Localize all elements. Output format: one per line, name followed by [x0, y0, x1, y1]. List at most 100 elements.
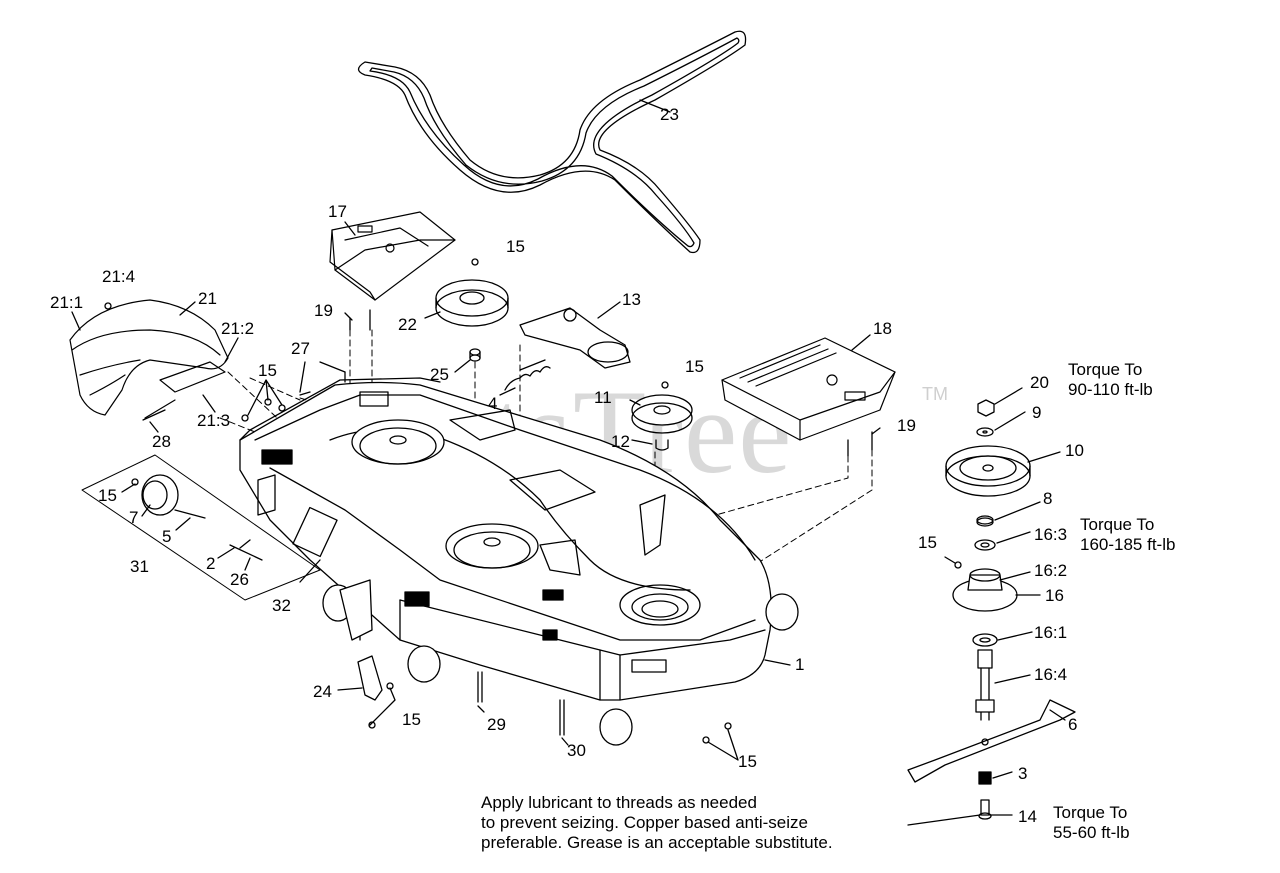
leader-24 — [337, 687, 363, 691]
leader-1 — [764, 659, 791, 666]
torque-note-blade-bolt-line2: 55-60 ft-lb — [1053, 823, 1130, 842]
leader-20 — [994, 387, 1023, 405]
leader-21-3 — [202, 394, 216, 413]
lubricant-note-line2: to prevent seizing. Copper based anti-se… — [481, 813, 808, 832]
leader-8 — [994, 501, 1041, 521]
bolt-29 — [477, 671, 483, 703]
leader-7 — [141, 504, 151, 517]
callout-14: 14 — [1018, 807, 1037, 826]
callout-16-2: 16:2 — [1034, 561, 1068, 580]
torque-note-blade-bolt-line1: Torque To — [1053, 803, 1128, 822]
callout-19: 19 — [897, 416, 916, 435]
callout-15: 15 — [738, 752, 757, 771]
callout-27: 27 — [291, 339, 310, 358]
belt-cover-left — [329, 211, 456, 301]
nut-15-deck-b — [368, 721, 376, 729]
leader-19-right — [871, 427, 881, 435]
bolts-27 — [299, 371, 346, 396]
lubricant-note-line1: Apply lubricant to threads as needed — [481, 793, 757, 812]
leader-13 — [597, 301, 621, 319]
callout-23: 23 — [660, 105, 679, 124]
callout-22: 22 — [398, 315, 417, 334]
leader-27 — [299, 361, 346, 393]
callout-21-2: 21:2 — [221, 319, 255, 338]
callout-12: 12 — [611, 432, 630, 451]
bolt-30 — [559, 699, 565, 736]
leader-5 — [175, 517, 191, 531]
callout-15: 15 — [918, 533, 937, 552]
nut-15-deck-d — [724, 722, 732, 730]
callout-5: 5 — [162, 527, 172, 546]
callout-21-1: 21:1 — [50, 293, 84, 312]
nut-15-left-a — [241, 414, 249, 422]
callout-13: 13 — [622, 290, 641, 309]
leader-15-wheel — [121, 483, 136, 493]
torque-note-spindle-line2: 160-185 ft-lb — [1080, 535, 1176, 554]
callout-29: 29 — [487, 715, 506, 734]
idler-pulley-11 — [631, 381, 693, 451]
leader-3 — [992, 771, 1013, 779]
lubricant-note: Apply lubricant to threads as needed to … — [481, 793, 833, 853]
leader-29 — [477, 705, 485, 713]
callout-16-4: 16:4 — [1034, 665, 1068, 684]
callout-20: 20 — [1030, 373, 1049, 392]
callout-16-3: 16:3 — [1034, 525, 1068, 544]
callout-6: 6 — [1068, 715, 1078, 734]
leader-6 — [1049, 709, 1066, 721]
callout-32: 32 — [272, 596, 291, 615]
leader-26 — [244, 557, 251, 571]
callout-21-4: 21:4 — [102, 267, 136, 286]
leader-25 — [454, 359, 471, 373]
spring-4 — [504, 359, 551, 391]
pin-19-left — [349, 309, 371, 331]
belt — [357, 30, 747, 254]
leader-21-1 — [71, 311, 81, 331]
leader-lubricant-note — [907, 814, 981, 826]
leader-21-2 — [224, 337, 239, 363]
belt-cover-right — [721, 337, 896, 441]
leader-32 — [299, 559, 321, 583]
leader-16-4 — [994, 674, 1031, 684]
bolt-28 — [142, 409, 166, 421]
leader-16-2 — [999, 571, 1031, 581]
torque-note-spindle: Torque To 160-185 ft-lb — [1080, 515, 1175, 555]
callout-15: 15 — [258, 361, 277, 380]
callout-3: 3 — [1018, 764, 1028, 783]
antiscalp-wheel-assembly — [81, 454, 321, 601]
callout-15: 15 — [685, 357, 704, 376]
callout-31: 31 — [130, 557, 149, 576]
callout-2: 2 — [206, 554, 216, 573]
nut-21-4 — [104, 302, 112, 310]
callout-4: 4 — [488, 394, 498, 413]
discharge-cover — [69, 299, 229, 419]
callout-15: 15 — [506, 237, 525, 256]
callout-21-3: 21:3 — [197, 411, 231, 430]
leader-12 — [631, 439, 653, 445]
spindle-stack — [907, 399, 1076, 820]
torque-note-nut: Torque To 90-110 ft-lb — [1068, 360, 1153, 400]
leader-30 — [561, 737, 569, 746]
callout-7: 7 — [129, 508, 139, 527]
callout-16: 16 — [1045, 586, 1064, 605]
callout-8: 8 — [1043, 489, 1053, 508]
callout-28: 28 — [152, 432, 171, 451]
leader-21 — [179, 301, 196, 316]
torque-note-nut-line2: 90-110 ft-lb — [1068, 380, 1153, 399]
leader-2 — [217, 547, 235, 559]
bushing-25 — [469, 348, 481, 362]
callout-17: 17 — [328, 202, 347, 221]
callout-9: 9 — [1032, 403, 1042, 422]
leader-18 — [851, 334, 871, 351]
leader-23 — [639, 99, 671, 113]
idler-arm-13 — [519, 307, 631, 369]
nut-15-deck-a — [386, 682, 394, 690]
callout-1: 1 — [795, 655, 805, 674]
callout-26: 26 — [230, 570, 249, 589]
leader-15-deck — [369, 687, 396, 726]
callout-24: 24 — [313, 682, 332, 701]
idler-pulley-22 — [435, 258, 509, 327]
callout-18: 18 — [873, 319, 892, 338]
leader-15-left — [247, 379, 283, 416]
watermark-trademark: TM — [922, 384, 948, 404]
